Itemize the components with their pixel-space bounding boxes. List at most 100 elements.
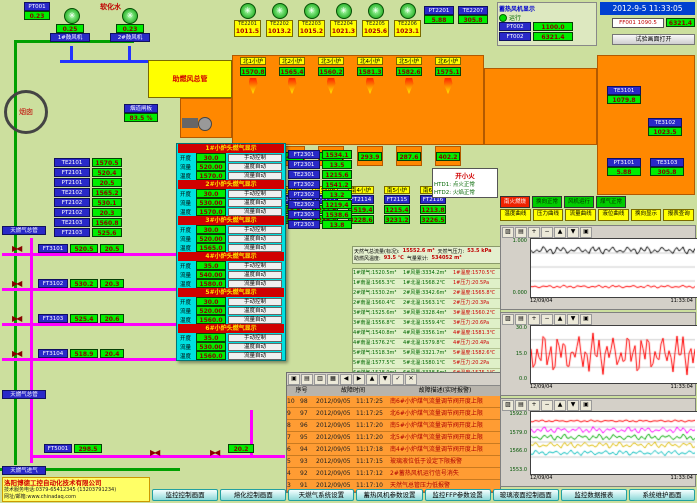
chart-toolbar-icon[interactable]: ▲	[554, 400, 566, 411]
y-axis-labels: 30.0 15.0 0.0	[501, 325, 529, 382]
valve-icon[interactable]: ▶◀	[12, 314, 22, 323]
datetime-display: 2012-9-5 11:33:05	[600, 2, 695, 15]
chart-toolbar-icon[interactable]: ▤	[515, 400, 527, 411]
chart-toolbar-icon[interactable]: −	[541, 400, 553, 411]
temp-auto-button[interactable]: 温度自动	[228, 162, 282, 171]
quick-access-button[interactable]: 液位曲线	[598, 209, 629, 221]
chart-toolbar-icon[interactable]: ▼	[567, 400, 579, 411]
alarm-row[interactable]: 7 95 2012/09/05 11:17:20 北5#小炉煤气流量调节阀开度上…	[287, 432, 500, 444]
north-burner[interactable]: 北4小炉 1581.3	[357, 57, 383, 94]
nav-button[interactable]: 监控控制画面	[152, 489, 219, 501]
alarm-row[interactable]: 5 93 2012/09/05 11:17:15 玻璃液位低于设定下限报警	[287, 456, 500, 468]
chart-toolbar-icon[interactable]: ▲	[554, 314, 566, 325]
quick-access-button[interactable]: 压力曲线	[532, 209, 564, 221]
alarm-row[interactable]: 6 94 2012/09/05 11:17:18 南4#小炉煤气流量调节阀开度上…	[287, 444, 500, 456]
blower-2-label[interactable]: 2#鼓风机	[110, 33, 150, 42]
panel-row: 开度 35.0 手动控制	[178, 261, 284, 270]
north-burner[interactable]: 北2小炉 1565.4	[279, 57, 305, 94]
alarm-row[interactable]: 10 98 2012/09/05 11:17:25 南6#小炉煤气流量调节阀开度…	[287, 396, 500, 408]
valve-icon[interactable]: ▶◀	[150, 448, 160, 457]
y-axis-labels: 1.000 0.000	[501, 238, 529, 296]
valve-icon[interactable]: ▶◀	[12, 244, 22, 253]
alarm-toolbar-icon[interactable]: ▣	[288, 374, 300, 385]
chart-toolbar-icon[interactable]: +	[528, 314, 540, 325]
alarm-toolbar-icon[interactable]: ▼	[379, 374, 391, 385]
chart-toolbar-icon[interactable]: +	[528, 400, 540, 411]
alarm-row[interactable]: 4 92 2012/09/05 11:17:12 2#蓄热风机运行信号消失	[287, 468, 500, 480]
chart-toolbar-icon[interactable]: ▼	[567, 314, 579, 325]
nav-button[interactable]: 监控FFP参数设置	[424, 489, 491, 501]
alarm-row[interactable]: 9 97 2012/09/05 11:17:25 北6#小炉煤气流量调节阀开度上…	[287, 408, 500, 420]
chart-toolbar-icon[interactable]: ▣	[580, 227, 592, 238]
quick-access-button[interactable]: 温度曲线	[500, 209, 531, 221]
row-label: 流量	[180, 272, 192, 279]
chart-toolbar-icon[interactable]: ▣	[580, 314, 592, 325]
chart-toolbar-icon[interactable]: ▤	[515, 314, 527, 325]
north-burner[interactable]: 北3小炉 1560.2	[318, 57, 344, 94]
test-screen-button[interactable]: 试验画面打开	[612, 34, 695, 45]
valve-icon[interactable]: ▶◀	[12, 349, 22, 358]
temp-auto-button[interactable]: 温度自动	[228, 234, 282, 243]
manual-control-button[interactable]: 手动控制	[228, 225, 282, 234]
valve-icon[interactable]: ▶◀	[12, 279, 22, 288]
flow-auto-button[interactable]: 流量自动	[228, 171, 282, 180]
alarm-toolbar-icon[interactable]: ◀	[340, 374, 352, 385]
manual-control-button[interactable]: 手动控制	[228, 189, 282, 198]
alarm-toolbar-icon[interactable]: ▦	[327, 374, 339, 385]
panel-row: 温度 1580.0 流量自动	[178, 279, 284, 288]
row-label: 流量	[180, 308, 192, 315]
chart-toolbar-icon[interactable]: ▨	[502, 400, 514, 411]
chart-toolbar-icon[interactable]: +	[528, 227, 540, 238]
temp-auto-button[interactable]: 温度自动	[228, 342, 282, 351]
south-burner[interactable]: 南4小炉 FT2114 1519.4 3228.6	[348, 186, 374, 224]
chart-toolbar-icon[interactable]: −	[541, 227, 553, 238]
north-burner[interactable]: 北6小炉 1575.1	[435, 57, 461, 94]
chart-toolbar-icon[interactable]: ▼	[567, 227, 579, 238]
temp-auto-button[interactable]: 温度自动	[228, 270, 282, 279]
quick-access-button[interactable]: 流量曲线	[565, 209, 597, 221]
nav-button[interactable]: 蓄热风机参数设置	[356, 489, 423, 501]
flow-auto-button[interactable]: 流量自动	[228, 351, 282, 360]
alarm-id: 97	[300, 410, 308, 417]
chart-toolbar-icon[interactable]: ▤	[515, 227, 527, 238]
quick-access-button[interactable]: 换向显示	[630, 209, 662, 221]
chimney-label: 烟囱	[19, 108, 33, 116]
south-burner[interactable]: 南5小炉 FT2115 1215.4 3231.2	[384, 186, 410, 224]
chart-toolbar-icon[interactable]: ▣	[580, 400, 592, 411]
alarm-toolbar-icon[interactable]: ▶	[353, 374, 365, 385]
valve-icon[interactable]: ▶◀	[210, 448, 220, 457]
blower-1-label[interactable]: 1#鼓风机	[50, 33, 90, 42]
alarm-toolbar-icon[interactable]: ▤	[301, 374, 313, 385]
burner-label: 北3小炉	[318, 57, 344, 65]
alarm-row[interactable]: 8 96 2012/09/05 11:17:20 南5#小炉煤气流量调节阀开度上…	[287, 420, 500, 432]
quick-access-button[interactable]: 报表查询	[663, 209, 695, 221]
manual-control-button[interactable]: 手动控制	[228, 153, 282, 162]
alarm-toolbar-icon[interactable]: ✕	[405, 374, 417, 385]
nav-button[interactable]: 天燃气系统设置	[288, 489, 355, 501]
manual-control-button[interactable]: 手动控制	[228, 297, 282, 306]
te-meter: TE2201 1011.5	[234, 20, 261, 37]
row-label: 温度	[180, 281, 192, 288]
chart-toolbar-icon[interactable]: ▨	[502, 227, 514, 238]
north-burner[interactable]: 北1小炉 1570.8	[240, 57, 266, 94]
nav-button[interactable]: 熔化控制画面	[220, 489, 287, 501]
alarm-toolbar-icon[interactable]: ▲	[366, 374, 378, 385]
chart-toolbar-icon[interactable]: −	[541, 314, 553, 325]
chart-toolbar-icon[interactable]: ▨	[502, 314, 514, 325]
manual-control-button[interactable]: 手动控制	[228, 333, 282, 342]
nav-button[interactable]: 系统维护画面	[628, 489, 695, 501]
chart-toolbar-icon[interactable]: ▲	[554, 227, 566, 238]
north-burner[interactable]: 北5小炉 1582.6	[396, 57, 422, 94]
manual-control-button[interactable]: 手动控制	[228, 261, 282, 270]
flow-auto-button[interactable]: 流量自动	[228, 207, 282, 216]
temp-auto-button[interactable]: 温度自动	[228, 198, 282, 207]
nav-button[interactable]: 玻璃液面控制画面	[492, 489, 559, 501]
alarm-toolbar-icon[interactable]: ▥	[314, 374, 326, 385]
nav-button[interactable]: 监控数据报表	[560, 489, 627, 501]
alarm-toolbar-icon[interactable]: ✓	[392, 374, 404, 385]
flow-auto-button[interactable]: 流量自动	[228, 315, 282, 324]
alarm-date: 2012/09/05	[316, 422, 351, 429]
temp-auto-button[interactable]: 温度自动	[228, 306, 282, 315]
flow-auto-button[interactable]: 流量自动	[228, 279, 282, 288]
flow-auto-button[interactable]: 流量自动	[228, 243, 282, 252]
